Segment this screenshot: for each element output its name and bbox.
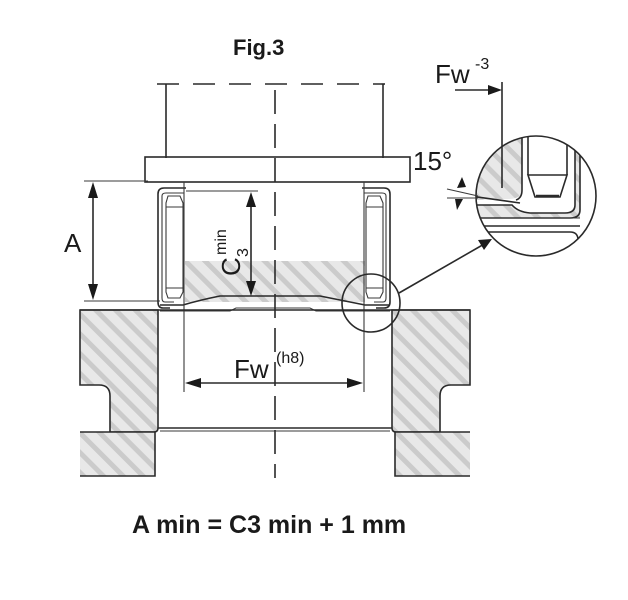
- label-c3-subscript: 3: [235, 248, 252, 257]
- dimension-c3-min: C 3 min: [186, 190, 258, 296]
- arrow-angle-icon: [455, 199, 463, 210]
- label-angle: 15°: [413, 146, 452, 176]
- label-a: A: [64, 228, 82, 258]
- arrow-detail-icon: [478, 239, 492, 250]
- drawn-cup-bearing: [157, 187, 391, 312]
- base-right: [394, 431, 470, 477]
- arrow-right-icon: [488, 85, 502, 95]
- label-c3-superscript: min: [213, 229, 230, 255]
- arrow-right-icon: [347, 378, 363, 388]
- arrow-down-icon: [88, 284, 98, 300]
- label-detail-fw-superscript: -3: [475, 56, 489, 73]
- detail-marker-circle: [341, 273, 401, 333]
- dimension-fw: Fw (h8): [185, 350, 363, 388]
- arrow-angle-icon: [457, 177, 466, 188]
- housing-left: [79, 309, 159, 433]
- arrow-up-icon: [88, 182, 98, 198]
- label-fw-superscript: (h8): [276, 350, 304, 367]
- press-plate: [144, 156, 411, 183]
- detail-view: Fw -3 15°: [413, 56, 597, 257]
- detail-leader-line: [398, 242, 487, 294]
- arrow-down-icon: [246, 281, 256, 296]
- arrow-up-icon: [246, 192, 256, 207]
- figure-title: Fig.3: [233, 35, 284, 60]
- base-left: [80, 431, 156, 477]
- label-fw: Fw: [234, 354, 269, 384]
- arrow-left-icon: [185, 378, 201, 388]
- formula-text: A min = C3 min + 1 mm: [132, 511, 406, 539]
- housing-right: [391, 309, 471, 433]
- shaft-outline: [157, 83, 385, 158]
- dimension-a: A: [64, 180, 160, 302]
- label-detail-fw: Fw: [435, 59, 470, 89]
- label-c3: C: [216, 257, 246, 276]
